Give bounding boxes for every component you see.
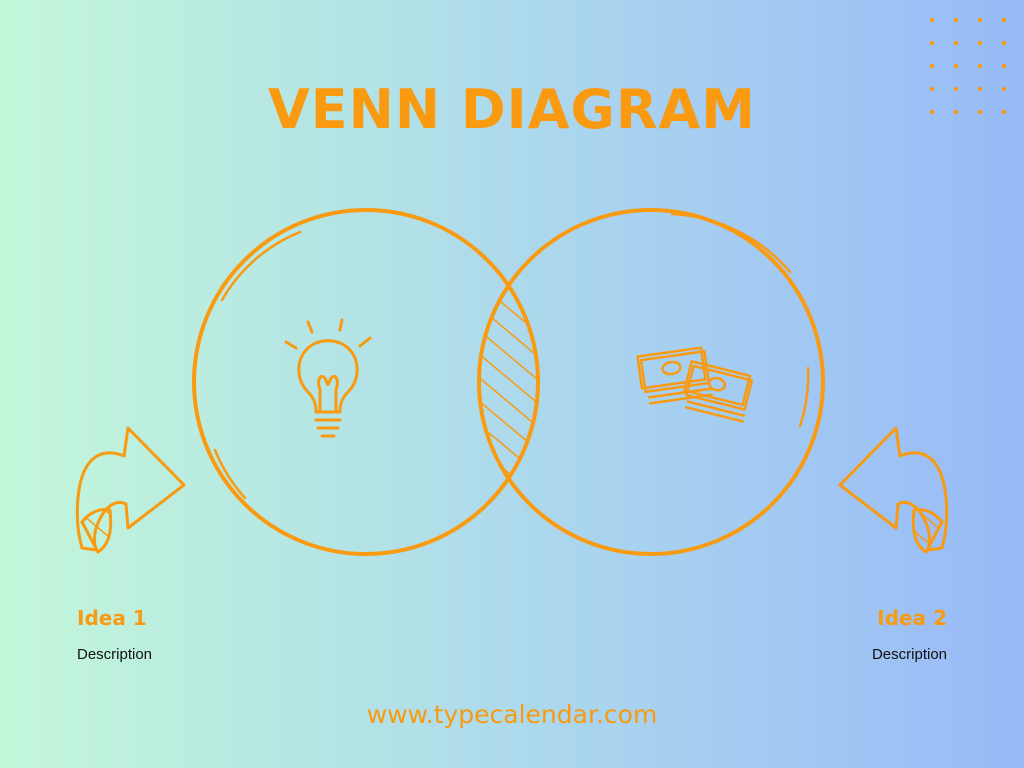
venn-circle-right [477,208,825,556]
venn-intersection [481,212,536,552]
idea-2-label: Idea 2 [877,606,947,630]
page-title: VENN DIAGRAM [267,78,756,141]
footer-website: www.typecalendar.com [366,700,658,729]
arrow-left-icon [838,426,949,554]
lightbulb-icon [284,318,372,438]
arrow-right-icon [75,426,186,554]
idea-2-description: Description [871,646,947,663]
dot-grid-decoration [929,17,1007,115]
money-stack-icon [636,346,754,423]
idea-1-description: Description [77,646,153,663]
idea-1-label: Idea 1 [77,606,147,630]
venn-circle-left [192,208,540,556]
